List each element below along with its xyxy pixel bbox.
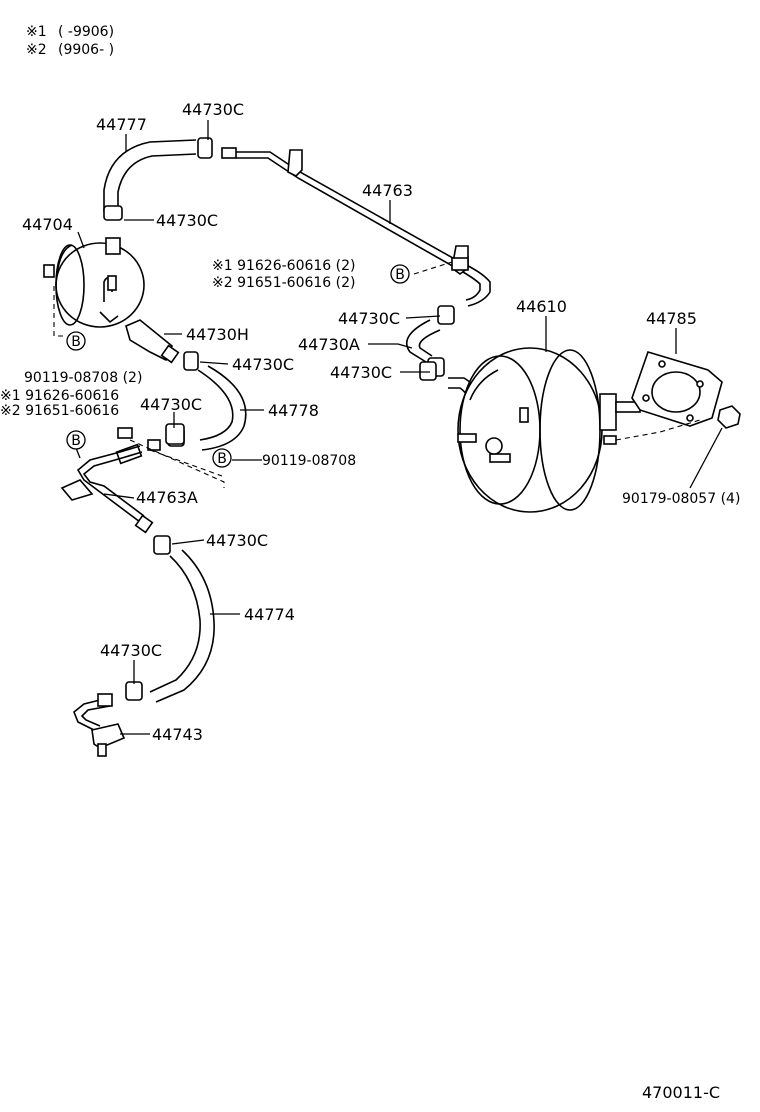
union-44743-drawing [73,693,126,757]
legend-note1-range: ( -9906) [58,24,114,40]
label-44730a: 44730A [298,335,360,354]
legend-note2-mark: ※2 [26,42,47,58]
clamps-drawing [165,361,437,445]
part-labels: 44777 44730C 44763 44704 44730C ※1 91626… [0,100,740,744]
gasket-44785-drawing [631,351,723,427]
pipe-44763-drawing [221,147,491,307]
legend-note2-range: (9906- ) [58,42,114,58]
brake-booster-44610-drawing [457,347,641,513]
label-44730c-6: 44730C [140,395,202,414]
label-90179: 90179-08057 (4) [622,491,740,507]
label-44730h: 44730H [186,325,249,344]
label-44774: 44774 [244,605,295,624]
circle-b-markers: B B B B [66,264,410,468]
legend-note1-mark: ※1 [26,24,47,40]
hose-44774-drawing [125,535,215,703]
circle-b-right: B [217,451,227,467]
label-bolt-note2: ※2 91651-60616 (2) [212,275,356,291]
label-bolt2-note2: ※2 91651-60616 [0,403,119,419]
label-44730c-3: 44730C [338,309,400,328]
figure-code: 470011-C [642,1083,720,1102]
label-44730c-5: 44730C [330,363,392,382]
hose-44730a-drawing [405,305,479,399]
hose-44777-drawing [103,137,213,212]
label-44743: 44743 [152,725,203,744]
label-90119-left: 90119-08708 (2) [24,370,142,386]
label-44785: 44785 [646,309,697,328]
label-bolt2-note1: ※1 91626-60616 [0,388,119,404]
label-44730c-4: 44730C [232,355,294,374]
circle-b-tank: B [71,334,81,350]
label-44763a: 44763A [136,488,198,507]
circle-b-junction: B [71,433,81,449]
nut-90179-drawing [717,405,741,429]
vacuum-tank-44704-drawing [43,205,145,328]
label-44777: 44777 [96,115,147,134]
label-44778: 44778 [268,401,319,420]
dashed-lines [53,261,701,488]
check-valve-44730h-drawing [125,319,199,371]
pipe-44763a-drawing [60,427,161,534]
label-44730c-7: 44730C [206,531,268,550]
label-44704: 44704 [22,215,73,234]
legend: ※1 ( -9906) ※2 (9906- ) [26,24,114,58]
label-44763: 44763 [362,181,413,200]
label-90119-right: 90119-08708 [262,453,356,469]
circle-b-pipe: B [395,267,405,283]
label-44730c-8: 44730C [100,641,162,660]
label-44730c-2: 44730C [156,211,218,230]
label-44730c-top: 44730C [182,100,244,119]
label-bolt-note1: ※1 91626-60616 (2) [212,258,356,274]
label-44610: 44610 [516,297,567,316]
